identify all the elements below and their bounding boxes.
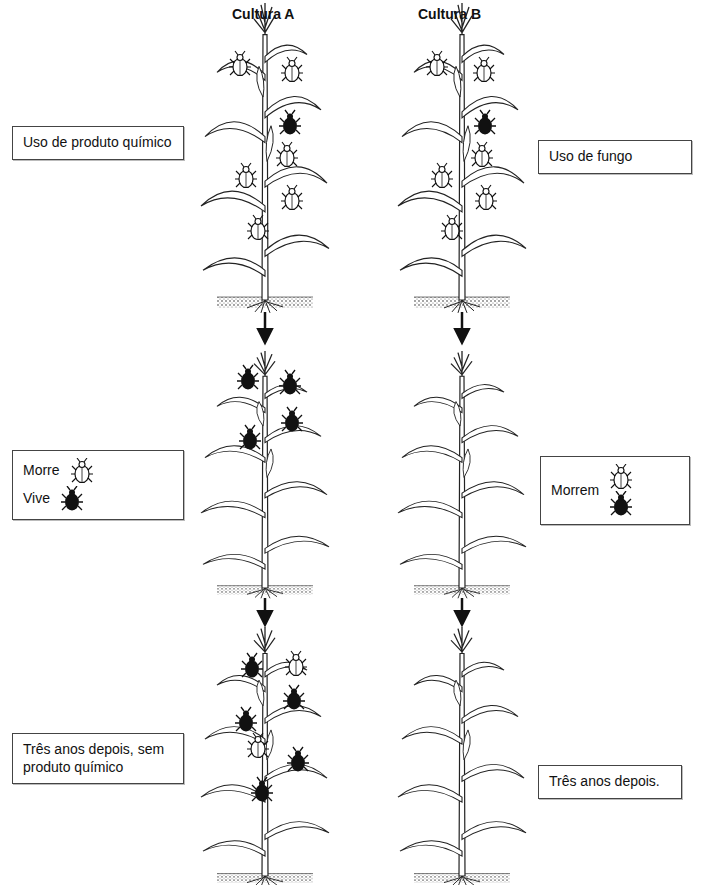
insects [235, 651, 309, 802]
box-text: Uso de produto químico [23, 134, 172, 152]
text-row: Três anos depois, sem produto químico [23, 741, 173, 776]
corn-plant [398, 3, 526, 313]
culture-title: Cultura A [232, 6, 294, 22]
icon-group [60, 486, 84, 512]
icon-group [609, 464, 633, 517]
corn-plant [201, 3, 329, 313]
box-text: Uso de fungo [549, 148, 632, 166]
result-box: MorreVive [12, 450, 184, 520]
insect-icon [60, 486, 84, 512]
corn-plant [398, 627, 526, 885]
icon-group [70, 458, 94, 484]
text-row: Uso de fungo [549, 148, 681, 166]
insects [229, 51, 303, 240]
time-box: Três anos depois, sem produto químico [12, 733, 184, 784]
box-text: Vive [23, 490, 50, 508]
insect-icon [70, 458, 94, 484]
result-box: Morrem [540, 456, 690, 525]
corn-plant [201, 351, 329, 598]
corn-plant [201, 627, 329, 885]
text-row: Vive [23, 486, 173, 512]
culture-title: Cultura B [418, 6, 481, 22]
text-row: Três anos depois. [549, 773, 671, 791]
method-box: Uso de produto químico [12, 126, 184, 160]
time-box: Três anos depois. [538, 765, 682, 799]
insects [426, 51, 497, 240]
stage-arrows [265, 312, 462, 624]
corn-plant [398, 351, 526, 598]
box-text: Três anos depois. [549, 773, 660, 791]
box-text: Morre [23, 462, 60, 480]
box-text: Morrem [551, 482, 599, 500]
box-text: Três anos depois, sem produto químico [23, 741, 173, 776]
text-row: Morre [23, 458, 173, 484]
insects [237, 365, 303, 450]
text-row: Morrem [551, 464, 679, 517]
insect-icon [609, 491, 633, 517]
insect-icon [609, 464, 633, 490]
method-box: Uso de fungo [538, 140, 692, 174]
text-row: Uso de produto químico [23, 134, 173, 152]
